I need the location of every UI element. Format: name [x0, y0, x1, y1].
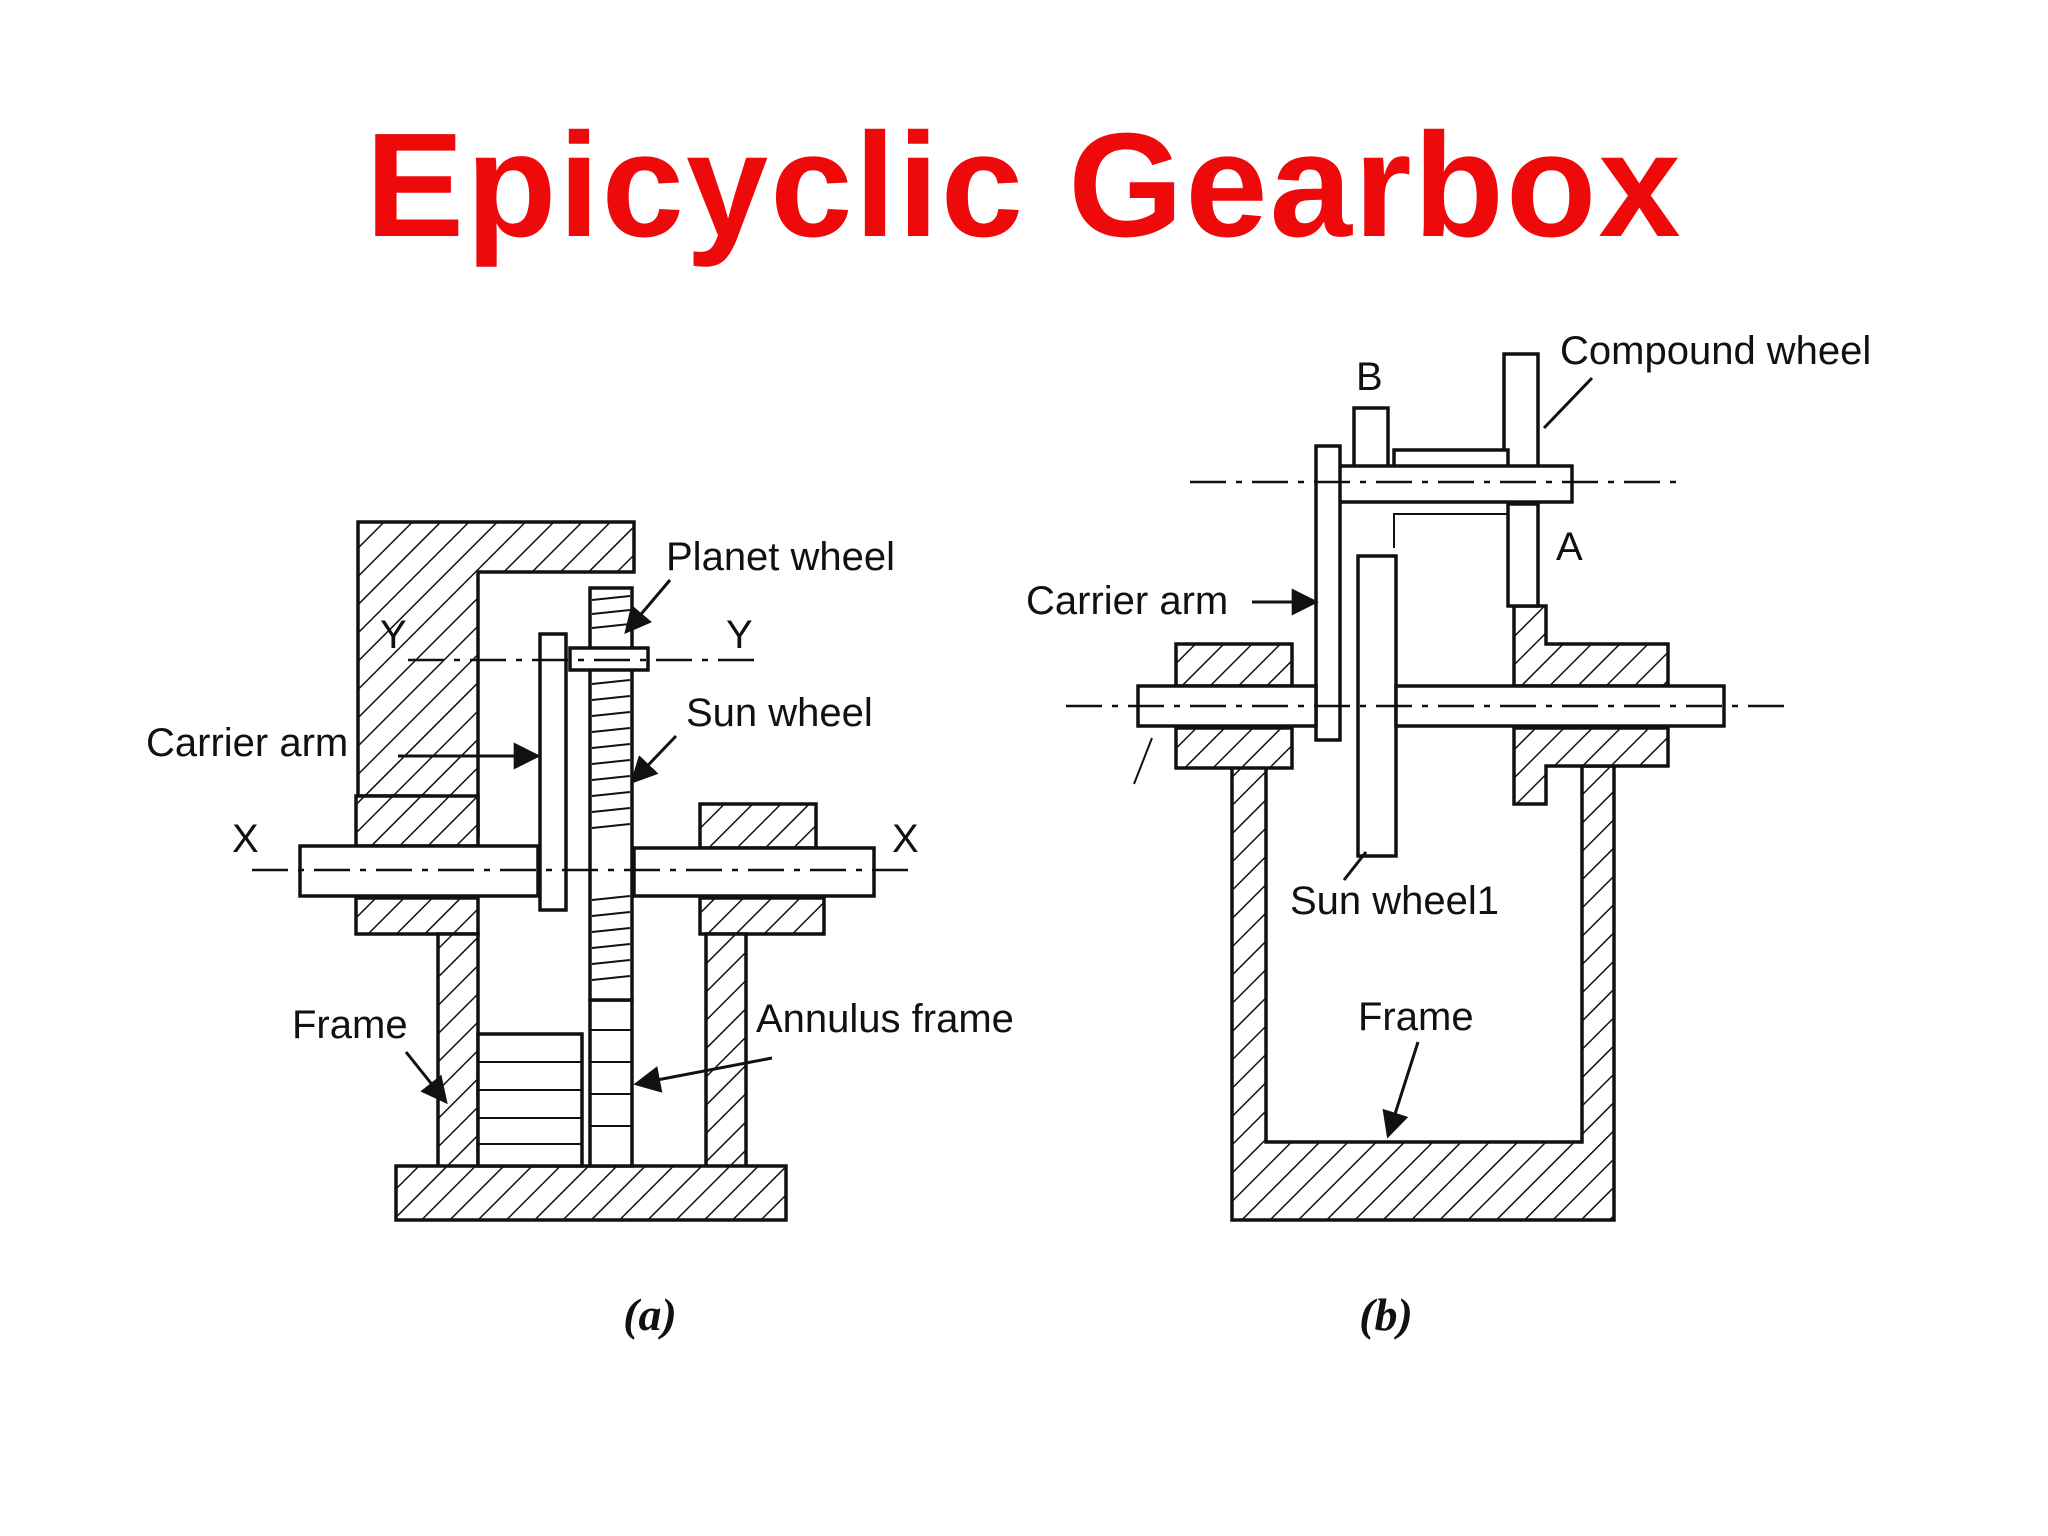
figure-a-left-hub-upper — [354, 794, 480, 848]
figure-a-right-hub-upper — [698, 802, 818, 850]
figure-b-compound-wheel-leader — [1542, 376, 1594, 430]
figure-a-caption: (a) — [623, 1289, 677, 1340]
figure-a-axis-y-left-label: Y — [380, 613, 407, 657]
figure-b-right-hub-upper — [1512, 604, 1670, 688]
figure-a-axis-x-left-label: X — [232, 817, 259, 861]
figure-a-left-leg — [436, 932, 480, 1170]
figure-b-sun-wheel-leader — [1342, 851, 1368, 881]
figure-b-left-hub-upper — [1174, 642, 1294, 688]
figure-a-carrier-arm-label: Carrier arm — [146, 721, 348, 765]
figure-a-annulus-frame-leader — [633, 1056, 773, 1093]
figure-b-point-b-label: B — [1356, 355, 1383, 399]
figure-b-gear-a — [1506, 502, 1540, 608]
figure-b-gear-b — [1352, 406, 1390, 474]
figure-b-frame — [1224, 764, 1616, 1222]
figure-b-carrier-arm-label: Carrier arm — [1026, 579, 1228, 623]
figure-a-left-hub-lower — [354, 896, 480, 936]
figure-a-annulus-stack-right — [588, 998, 634, 1168]
figure-b-left-hub-lower — [1174, 726, 1294, 770]
figure-b-caption: (b) — [1359, 1289, 1413, 1340]
figure-a: Planet wheel Sun wheel Carrier arm Frame… — [146, 520, 1014, 1340]
figure-a-axis-x-right-label: X — [892, 817, 919, 861]
figure-a-planet-wheel-leader — [624, 579, 672, 635]
figure-a-axis-y-right-label: Y — [726, 613, 753, 657]
figure-a-frame-label: Frame — [292, 1003, 408, 1047]
figure-b-point-a-label: A — [1556, 525, 1583, 569]
figure-a-right-leg — [704, 932, 748, 1170]
figure-a-main-shaft-right — [632, 846, 876, 898]
figure-a-annulus-frame-label: Annulus frame — [756, 997, 1014, 1041]
figure-a-sun-wheel-leader — [630, 734, 678, 784]
figure-b-inner-member — [1393, 513, 1508, 548]
figure-b-tick-mark — [1133, 737, 1153, 785]
figure-a-right-hub-lower — [698, 896, 826, 936]
figure-a-sun-wheel-label: Sun wheel — [686, 691, 873, 735]
figure-a-frame-leader — [404, 1051, 448, 1105]
figure-a-annulus-stack-left — [476, 1032, 584, 1168]
figure-b-frame-label: Frame — [1358, 995, 1474, 1039]
page-title: Epicyclic Gearbox — [365, 103, 1682, 268]
figure-b-compound-wheel-label: Compound wheel — [1560, 329, 1871, 373]
figure-b-main-shaft-left — [1136, 684, 1318, 728]
figure-b: Compound wheel B A Carrier arm Sun wheel… — [1026, 329, 1871, 1340]
figure-b-planet-pin — [1332, 464, 1574, 504]
figure-b-carrier-arm — [1314, 444, 1342, 742]
figure-b-frame-leader — [1382, 1041, 1420, 1139]
figure-b-right-hub-lower — [1512, 726, 1670, 806]
figure-a-base — [394, 1164, 788, 1222]
figure-a-planet-wheel-label: Planet wheel — [666, 535, 895, 579]
figure-b-sun-wheel-label: Sun wheel1 — [1290, 879, 1499, 923]
figure-a-carrier-arm — [538, 632, 568, 912]
